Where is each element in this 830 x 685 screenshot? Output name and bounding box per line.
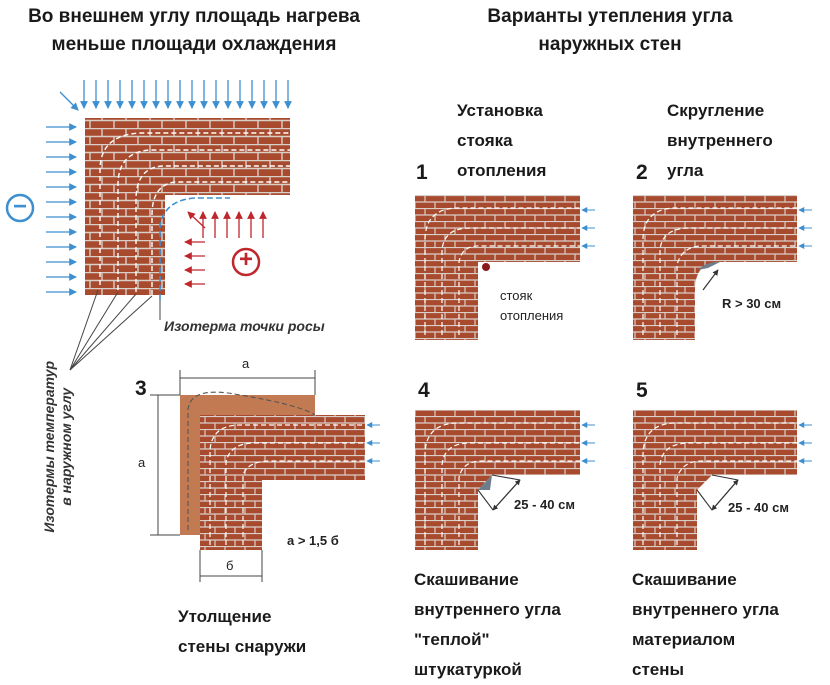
variant-3-wall (150, 370, 380, 582)
variant-5-caption: Скашивание внутреннего угла материалом с… (632, 565, 779, 685)
isotherms-label-line-1: Изотермы температур (41, 360, 58, 533)
variant-5-caption-line: стены (632, 660, 685, 679)
isotherms-label-line-2: в наружном углу (58, 387, 74, 506)
main-corner-wall (85, 118, 290, 300)
minus-icon (5, 193, 35, 223)
variant-2-caption-line: внутреннего (667, 131, 773, 150)
variant-1-caption: Установка стояка отопления (457, 96, 546, 186)
plus-symbol: + (238, 246, 253, 273)
variant-3-caption: Утолщение стены снаружи (178, 602, 306, 662)
variant-3-dim-a-top: а (242, 356, 250, 371)
dew-isotherm-label: Изотерма точки росы (164, 318, 325, 334)
variant-1-caption-line: отопления (457, 161, 547, 180)
right-title-line-2: наружных стен (538, 34, 682, 55)
variant-1-caption-line: Установка (457, 101, 543, 120)
variant-3-dim-b: б (226, 558, 234, 573)
variant-4-caption-line: штукатуркой (414, 660, 522, 679)
variant-4-wall (415, 410, 595, 550)
variant-3-dim-a-side: а (138, 455, 146, 470)
variant-3-caption-line: Утолщение (178, 607, 272, 626)
variant-1-note-line: отопления (500, 308, 564, 323)
minus-symbol: − (12, 193, 27, 220)
variant-4-caption: Скашивание внутреннего угла "теплой" шту… (414, 565, 561, 685)
variant-4-caption-line: "теплой" (414, 630, 490, 649)
variant-1-wall (415, 195, 595, 340)
variant-2-caption-line: угла (667, 161, 704, 180)
variant-3-condition: а > 1,5 б (287, 533, 339, 548)
variant-1-number: 1 (416, 161, 428, 184)
variant-3-caption-line: стены снаружи (178, 637, 307, 656)
variant-4-caption-line: внутреннего угла (414, 600, 561, 619)
left-title-line-2: меньше площади охлаждения (51, 34, 337, 55)
variant-1-note-line: стояк (500, 288, 533, 303)
variant-1-note: стояк отопления (500, 286, 563, 326)
warm-arrows (184, 211, 267, 288)
variant-1-caption-line: стояка (457, 131, 513, 150)
left-title-line-1: Во внешнем углу площадь нагрева (28, 6, 360, 27)
isotherms-label: Изотермы температур в наружном углу (41, 337, 75, 557)
variant-2-wall (633, 195, 812, 340)
variant-3-number: 3 (135, 377, 147, 400)
variant-4-caption-line: Скашивание (414, 570, 519, 589)
variant-5-caption-line: внутреннего угла (632, 600, 779, 619)
plus-icon (231, 247, 261, 277)
variant-2-caption-line: Скругление (667, 101, 765, 120)
variant-2-number: 2 (636, 161, 648, 184)
variant-4-number: 4 (418, 379, 430, 402)
isotherm-leader-lines (69, 289, 161, 371)
variant-5-caption-line: материалом (632, 630, 736, 649)
right-title-line-1: Варианты утепления угла (487, 6, 733, 27)
variant-5-wall (633, 410, 812, 550)
variant-5-note: 25 - 40 см (728, 500, 789, 515)
variant-5-caption-line: Скашивание (632, 570, 737, 589)
variant-2-note: R > 30 см (722, 296, 782, 311)
variant-2-caption: Скругление внутреннего угла (667, 96, 773, 186)
variant-4-note: 25 - 40 см (514, 497, 575, 512)
cold-arrows (46, 80, 292, 296)
variant-5-number: 5 (636, 379, 648, 402)
